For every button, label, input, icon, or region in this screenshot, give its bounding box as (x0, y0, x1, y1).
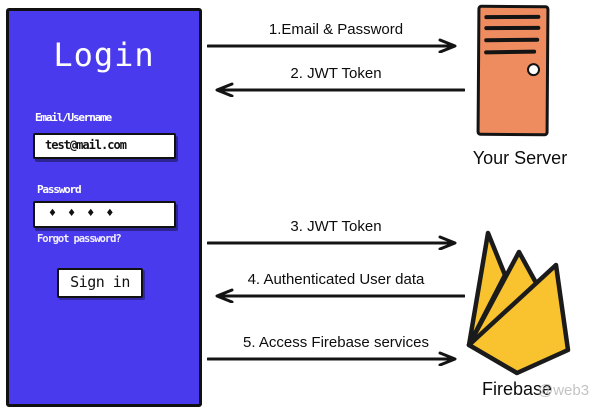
right-arrow-icon (207, 351, 457, 366)
server-icon (476, 4, 550, 137)
flow-2-label: 2. JWT Token (290, 65, 382, 82)
server-power-light (526, 63, 541, 77)
flow-4-label: 4. Authenticated User data (247, 271, 425, 288)
login-panel: Login Email/Username test@mail.com Passw… (6, 8, 202, 407)
sign-in-button[interactable]: Sign in (57, 268, 143, 298)
right-arrow-icon (207, 235, 457, 250)
server-vent-line (484, 14, 541, 20)
flow-4-authenticated-user-data: 4. Authenticated User data (207, 271, 465, 303)
flow-1-label: 1.Email & Password (268, 21, 404, 38)
left-arrow-icon (215, 288, 465, 303)
forgot-password-link[interactable]: Forgot password? (37, 233, 122, 245)
right-arrow-icon (207, 38, 457, 53)
flow-1-email-password: 1.Email & Password (207, 21, 465, 53)
login-title: Login (53, 36, 155, 74)
flow-3-jwt-token: 3. JWT Token (207, 218, 465, 250)
server-vent-line (484, 49, 537, 55)
password-input[interactable]: ♦ ♦ ♦ ♦ (33, 201, 176, 228)
firebase-label: Firebase (481, 379, 553, 399)
server-vent-line (484, 25, 541, 31)
firebase-icon (466, 230, 571, 376)
flow-5-label: 5. Access Firebase services (243, 334, 429, 351)
server-vent-line (484, 37, 540, 43)
left-arrow-icon (215, 82, 465, 97)
email-input[interactable]: test@mail.com (33, 133, 176, 159)
email-value: test@mail.com (45, 138, 127, 152)
flow-3-label: 3. JWT Token (290, 218, 382, 235)
watermark-text: @web3 (538, 382, 590, 399)
server-label: Your Server (472, 148, 568, 168)
flow-2-jwt-token: 2. JWT Token (207, 65, 465, 97)
password-masked-value: ♦ ♦ ♦ ♦ (48, 208, 115, 219)
password-label: Password (37, 183, 82, 196)
email-label: Email/Username (35, 111, 112, 124)
flow-5-access-firebase-services: 5. Access Firebase services (207, 334, 465, 366)
